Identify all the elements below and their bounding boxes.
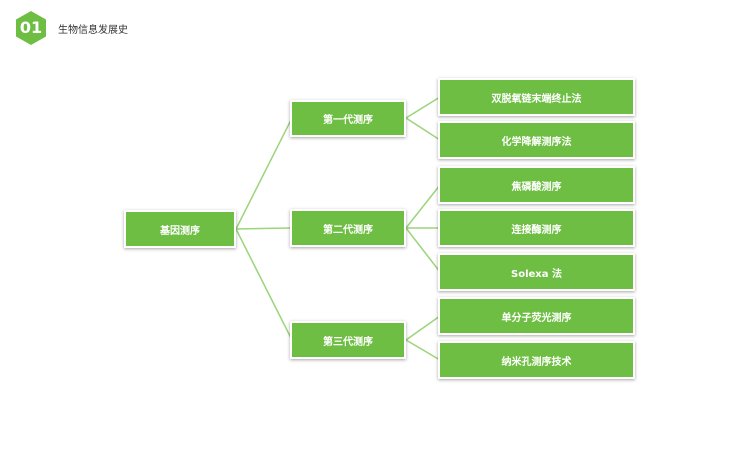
generation-node-first: 第一代测序 xyxy=(290,100,406,137)
method-node: 焦磷酸测序 xyxy=(438,166,635,204)
connector-gen2-child1 xyxy=(405,184,441,229)
root-node: 基因测序 xyxy=(124,210,236,248)
generation-node-second: 第二代测序 xyxy=(290,209,406,247)
connector-root-gen3 xyxy=(235,228,293,341)
section-header: 01 生物信息发展史 xyxy=(14,10,128,46)
hexagon-number-badge: 01 xyxy=(14,10,48,46)
connector-root-gen2 xyxy=(235,227,293,230)
connector-root-gen1 xyxy=(235,117,293,230)
connector-gen1-child1 xyxy=(405,96,441,119)
connector-gen1-child2 xyxy=(405,117,441,141)
section-title: 生物信息发展史 xyxy=(58,24,128,36)
generation-node-third: 第三代测序 xyxy=(290,321,406,359)
method-node: 双脱氧链末端终止法 xyxy=(438,78,635,116)
connector-gen3-child2 xyxy=(405,339,441,361)
method-node: 纳米孔测序技术 xyxy=(438,341,635,379)
connector-gen3-child1 xyxy=(405,315,441,341)
connector-gen2-child3 xyxy=(405,227,441,273)
method-node: 化学降解测序法 xyxy=(438,121,635,159)
hexagon-icon xyxy=(16,11,46,45)
method-node: 单分子荧光测序 xyxy=(438,297,635,335)
method-node: 连接酶测序 xyxy=(438,209,635,247)
method-node: Solexa 法 xyxy=(438,253,635,291)
section-number: 01 xyxy=(19,18,43,37)
